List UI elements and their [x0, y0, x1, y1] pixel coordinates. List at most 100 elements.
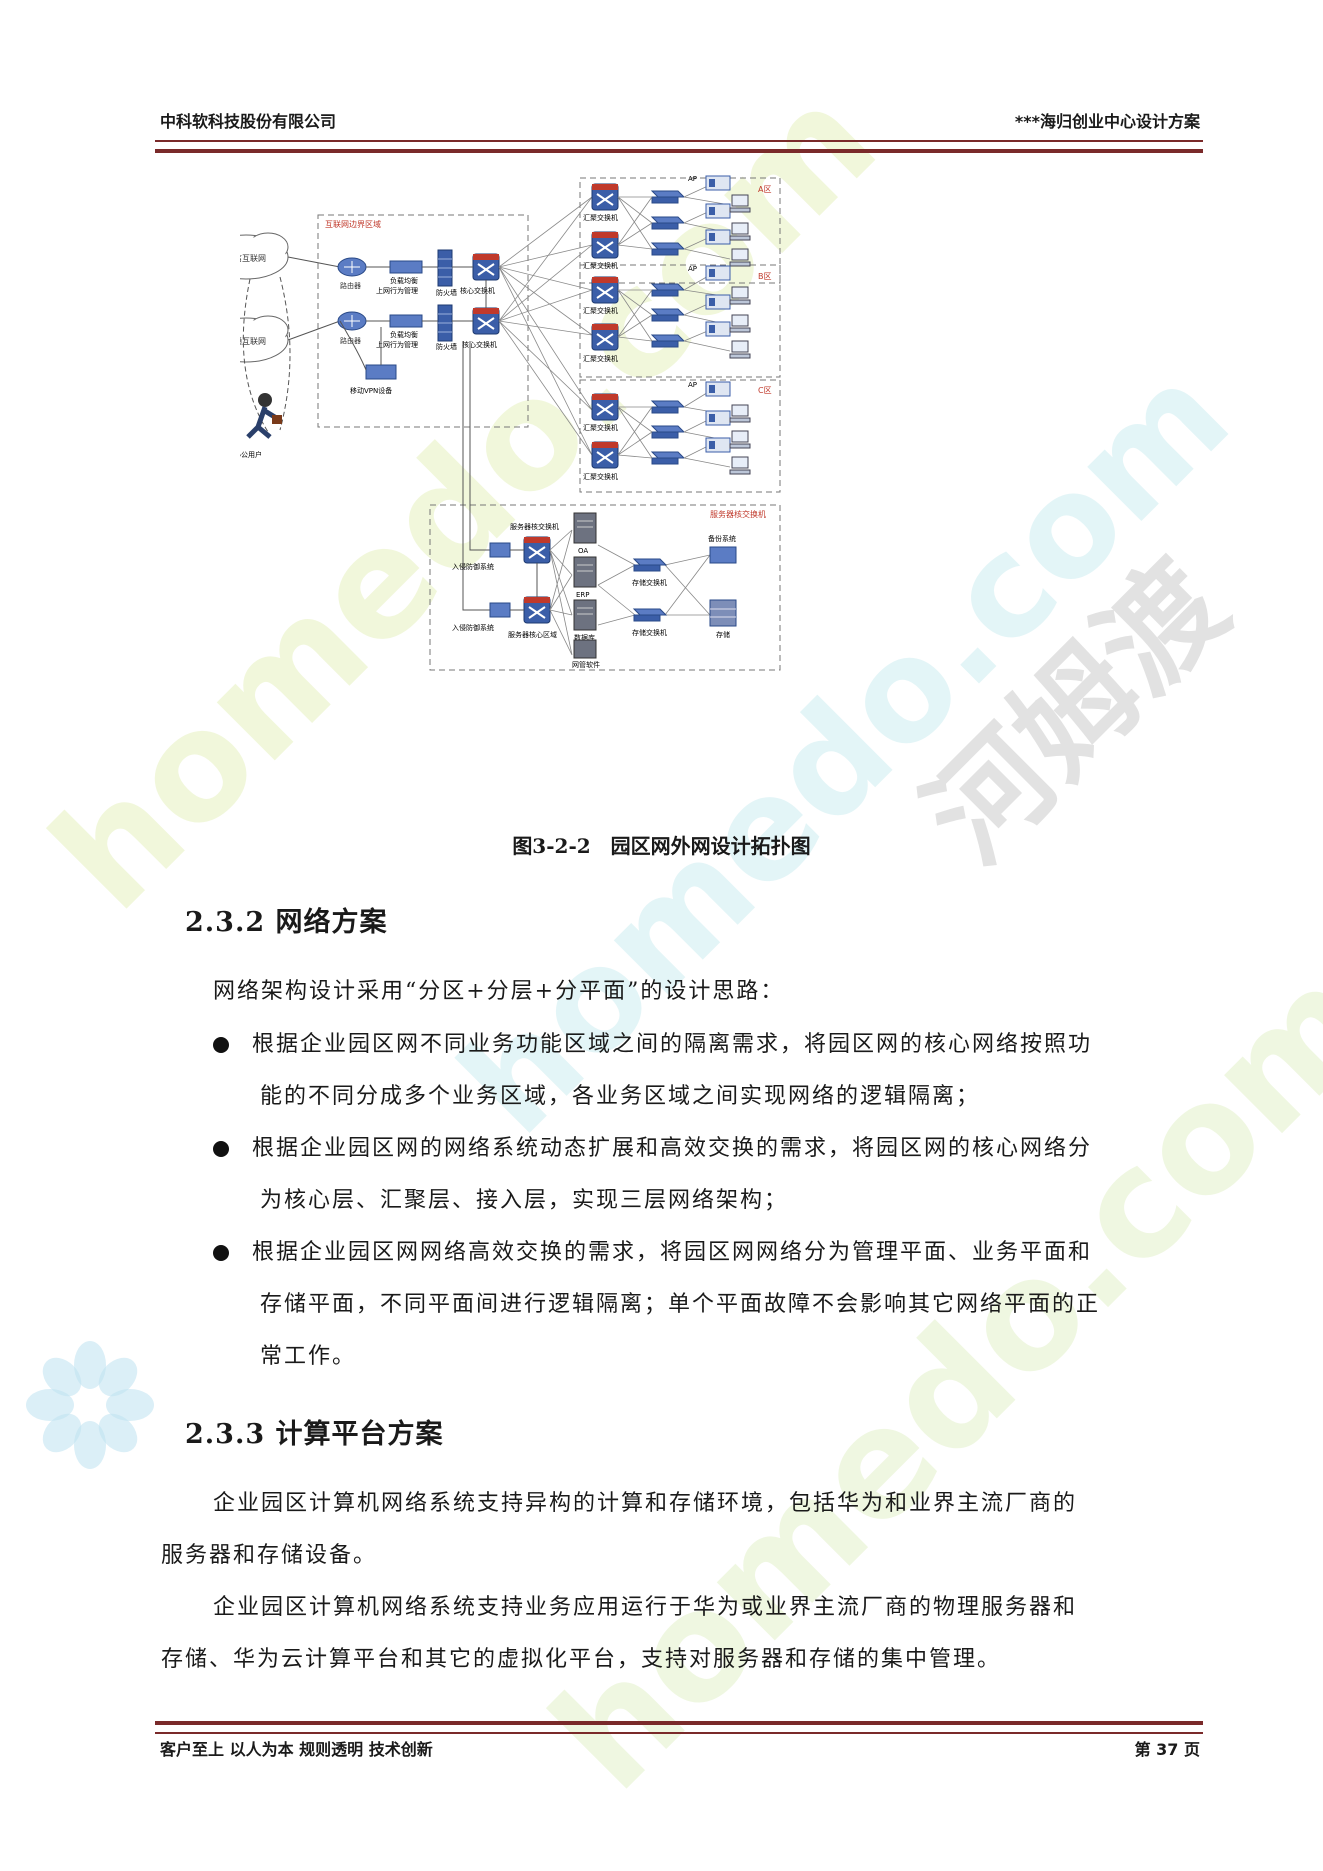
ips-icon-2 — [489, 602, 511, 618]
access-switch-b2 — [651, 308, 685, 322]
cloud-telecom-label: 电信互联网 — [240, 253, 266, 263]
agg-switch-c1-label: 汇聚交换机 — [583, 423, 618, 432]
access-switch-a2 — [651, 216, 685, 230]
pc-b3 — [729, 340, 751, 359]
agg-switch-b1-label: 汇聚交换机 — [583, 306, 618, 315]
ap-c2 — [705, 410, 731, 426]
zone-label-internet: 互联网边界区域 — [325, 219, 381, 229]
pc-b1 — [729, 286, 751, 305]
firewall-label-1: 防火墙 — [436, 288, 457, 297]
router-label-1: 路由器 — [340, 281, 361, 290]
pc-c3 — [729, 456, 751, 475]
mobile-user-label: 移动办公用户 — [240, 450, 262, 459]
pc-c1 — [729, 404, 751, 423]
backup-system-icon — [709, 546, 737, 564]
page-number: 第 37 页 — [1134, 1740, 1200, 1759]
bullet-dot-1 — [213, 1037, 229, 1053]
bullet-1-line2: 能的不同分成多个业务区域，各业务区域之间实现网络的逻辑隔离； — [260, 1084, 981, 1109]
bullet-dot-3 — [213, 1245, 229, 1261]
storage-switch-icon-1 — [633, 558, 667, 572]
access-switch-c1 — [651, 400, 685, 414]
server-nms-icon — [573, 639, 597, 659]
lb-label-2b: 上网行为管理 — [376, 340, 418, 349]
agg-switch-a2-icon — [591, 231, 619, 259]
access-switch-b3 — [651, 334, 685, 348]
ap-c1-label: AP — [688, 381, 697, 389]
storage-array-label: 存储 — [716, 630, 730, 639]
pc-c2 — [729, 430, 751, 449]
server-switch-icon-2 — [523, 596, 551, 624]
figure-caption: 图3-2-2 园区网外网设计拓扑图 — [512, 834, 811, 858]
lb-label-1b: 上网行为管理 — [376, 286, 418, 295]
ap-b3 — [705, 321, 731, 337]
zone-label-server: 服务器核交换机 — [710, 509, 766, 519]
ap-a1 — [705, 175, 731, 191]
mobile-user-icon — [246, 393, 282, 439]
ips-icon-1 — [489, 542, 511, 558]
page-footer: 客户至上 以人为本 规则透明 技术创新 第 37 页 — [160, 1736, 1200, 1760]
watermark-flower-icon — [25, 1340, 155, 1470]
zone-label-c: C区 — [758, 386, 772, 395]
footer-motto: 客户至上 以人为本 规则透明 技术创新 — [160, 1740, 433, 1759]
section-heading-232: 2.3.2 网络方案 — [185, 907, 388, 938]
pc-b2 — [729, 314, 751, 333]
ips-label-1: 入侵防御系统 — [452, 562, 494, 571]
firewall-label-2: 防火墙 — [436, 342, 457, 351]
agg-switch-a2-label: 汇聚交换机 — [583, 261, 618, 270]
lb-label-1a: 负载均衡 — [390, 276, 418, 285]
lb-label-2a: 负载均衡 — [390, 330, 418, 339]
ap-a1-label: AP — [688, 175, 697, 183]
access-switch-b1 — [651, 283, 685, 297]
agg-switch-a1-icon — [591, 183, 619, 211]
footer-rule — [155, 1721, 1203, 1734]
section-233-p1-line2: 服务器和存储设备。 — [161, 1543, 378, 1568]
storage-switch-label-2: 存储交换机 — [632, 628, 667, 637]
core-switch-label-1: 核心交换机 — [460, 286, 495, 295]
router-icon-2 — [337, 311, 367, 331]
section-233-p2-line2: 存储、华为云计算平台和其它的虚拟化平台，支持对服务器和存储的集中管理。 — [161, 1647, 1002, 1672]
server-switch-label: 服务器核交换机 — [510, 522, 559, 531]
bullet-2-line2: 为核心层、汇聚层、接入层，实现三层网络架构； — [260, 1188, 789, 1213]
zone-label-a: A区 — [758, 185, 771, 194]
agg-switch-c1-icon — [591, 393, 619, 421]
storage-array-icon — [709, 599, 737, 627]
agg-switch-b2-label: 汇聚交换机 — [583, 354, 618, 363]
header-rule — [155, 140, 1203, 153]
load-balancer-icon-2 — [389, 314, 423, 328]
bullet-3-line3: 常工作。 — [260, 1344, 357, 1369]
access-switch-a3 — [651, 242, 685, 256]
server-oa-label: OA — [578, 547, 588, 555]
section-233-p1-line1: 企业园区计算机网络系统支持异构的计算和存储环境，包括华为和业界主流厂商的 — [213, 1491, 1078, 1516]
agg-switch-b2-icon — [591, 323, 619, 351]
ap-b1 — [705, 265, 731, 281]
server-erp-label: ERP — [576, 591, 590, 599]
ap-a3 — [705, 229, 731, 245]
agg-switch-c2-label: 汇聚交换机 — [583, 472, 618, 481]
agg-switch-c2-icon — [591, 441, 619, 469]
pc-a1 — [729, 194, 751, 213]
backup-system-label: 备份系统 — [708, 534, 736, 543]
access-switch-c3 — [651, 451, 685, 465]
cloud-unicom-label: 联通互联网 — [240, 336, 266, 346]
core-switch-icon-1 — [472, 253, 500, 281]
router-label-2: 路由器 — [340, 336, 361, 345]
pc-a2 — [729, 222, 751, 241]
ap-a2 — [705, 203, 731, 219]
bullet-2-line1: 根据企业园区网的网络系统动态扩展和高效交换的需求，将园区网的核心网络分 — [252, 1136, 1093, 1161]
agg-switch-a1-label: 汇聚交换机 — [583, 213, 618, 222]
agg-switch-b1-icon — [591, 276, 619, 304]
firewall-icon-1 — [437, 249, 453, 287]
ap-b1-label: AP — [688, 265, 697, 273]
storage-switch-label-1: 存储交换机 — [632, 578, 667, 587]
bullet-3-line2: 存储平面，不同平面间进行逻辑隔离；单个平面故障不会影响其它网络平面的正 — [260, 1292, 1101, 1317]
server-switch-icon-1 — [523, 536, 551, 564]
section-233-p2-line1: 企业园区计算机网络系统支持业务应用运行于华为或业界主流厂商的物理服务器和 — [213, 1595, 1078, 1620]
ap-c1 — [705, 381, 731, 397]
ap-b2 — [705, 294, 731, 310]
server-nms-label: 网管软件 — [572, 660, 600, 669]
network-topology-diagram: 互联网边界区域 A区 B区 C区 服务器核交换机 电信互联网 联通互联网 路由器… — [203, 175, 940, 805]
access-switch-a1 — [651, 190, 685, 204]
pc-a3 — [729, 248, 751, 267]
core-switch-icon-2 — [472, 307, 500, 335]
vpn-label: 移动VPN设备 — [350, 386, 392, 395]
